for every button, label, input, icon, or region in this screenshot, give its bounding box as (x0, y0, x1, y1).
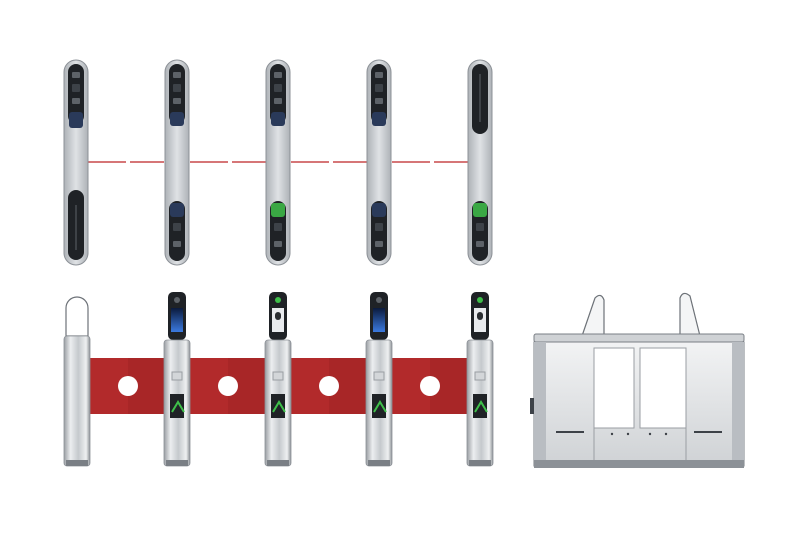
side-view (530, 292, 745, 468)
status-display (170, 394, 184, 418)
arrow-indicator-icon (69, 112, 83, 128)
wing-panel (392, 358, 430, 414)
gate-post-front (264, 292, 292, 467)
wing-panel (430, 358, 468, 414)
reader-icon (72, 72, 80, 78)
gate-post-top (63, 59, 89, 266)
arrow-indicator-icon (272, 400, 286, 413)
wing-panel (88, 358, 128, 414)
gate-post-top (467, 59, 493, 266)
face-recognition-screen (171, 308, 183, 332)
camera-icon (275, 297, 281, 303)
wing-panels (88, 358, 468, 414)
wing-panel (228, 358, 266, 414)
card-reader-icon (72, 84, 80, 92)
camera-icon (477, 297, 483, 303)
wing-panel (291, 358, 329, 414)
wing-cutouts (118, 376, 440, 396)
cabinet-body (533, 341, 745, 467)
arrow-indicator-icon (373, 400, 387, 413)
glass-fin (679, 292, 701, 337)
glass-panel (593, 347, 635, 429)
gate-post-front (163, 292, 191, 467)
front-view (63, 292, 494, 467)
gate-post-top (265, 59, 291, 266)
status-display (372, 394, 386, 418)
cabinet-top (533, 333, 745, 343)
glass-panel (639, 347, 687, 429)
camera-icon (376, 297, 382, 303)
gate-post-top (366, 59, 392, 266)
face-recognition-screen (373, 308, 385, 332)
gate-post-front (63, 296, 91, 467)
gate-post-top (164, 59, 190, 266)
wing-panel (329, 358, 367, 414)
wing-panel (128, 358, 164, 414)
arrow-indicator-icon (474, 400, 488, 413)
glass-fin (581, 294, 605, 337)
gate-post-front (466, 292, 494, 467)
status-display (473, 394, 487, 418)
arrow-indicator-icon (171, 400, 185, 413)
top-view (63, 59, 493, 266)
status-display (271, 394, 285, 418)
camera-icon (174, 297, 180, 303)
gate-post-front (365, 292, 393, 467)
glass-panel (65, 296, 89, 337)
wing-panel (190, 358, 228, 414)
